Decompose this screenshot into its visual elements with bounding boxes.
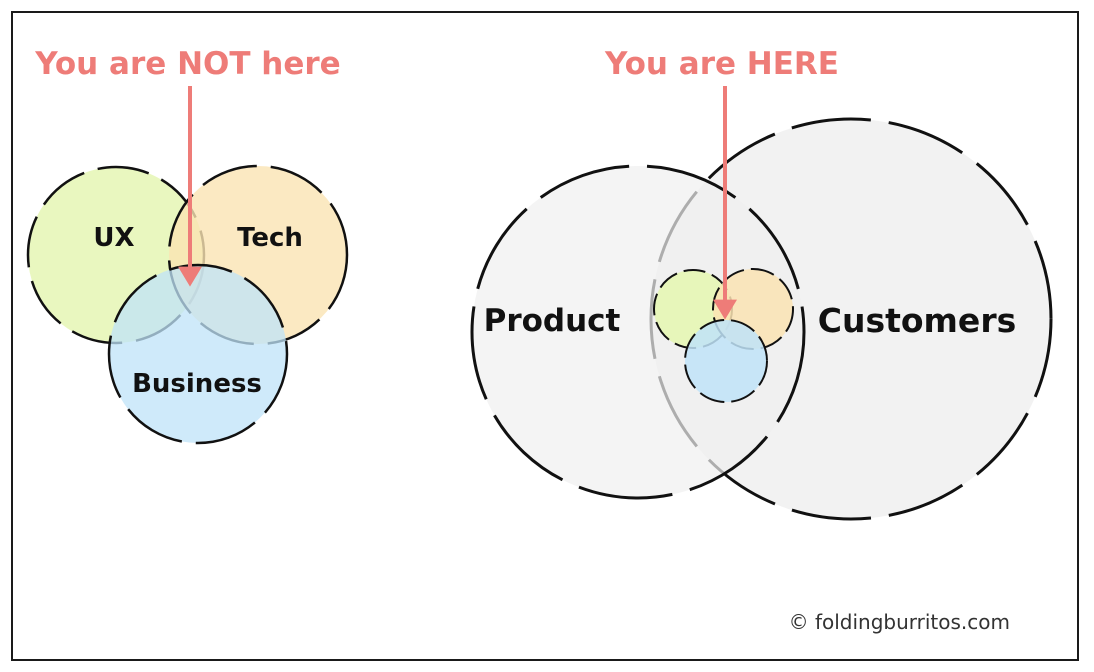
right-venn: Product Customers [470, 117, 1053, 521]
left-venn: UX Tech Business [26, 164, 349, 445]
nested-venn [653, 268, 794, 403]
not-here-caption: You are NOT here [34, 46, 340, 82]
product-circle [470, 164, 806, 500]
business-circle [107, 263, 289, 445]
credit-text: © foldingburritos.com [789, 610, 1010, 634]
ux-label: UX [93, 223, 134, 253]
nested-business-circle [684, 319, 768, 403]
product-label: Product [484, 303, 621, 339]
here-caption: You are HERE [604, 46, 839, 82]
tech-label: Tech [237, 223, 303, 253]
customers-label: Customers [818, 301, 1016, 340]
business-label: Business [132, 369, 262, 399]
